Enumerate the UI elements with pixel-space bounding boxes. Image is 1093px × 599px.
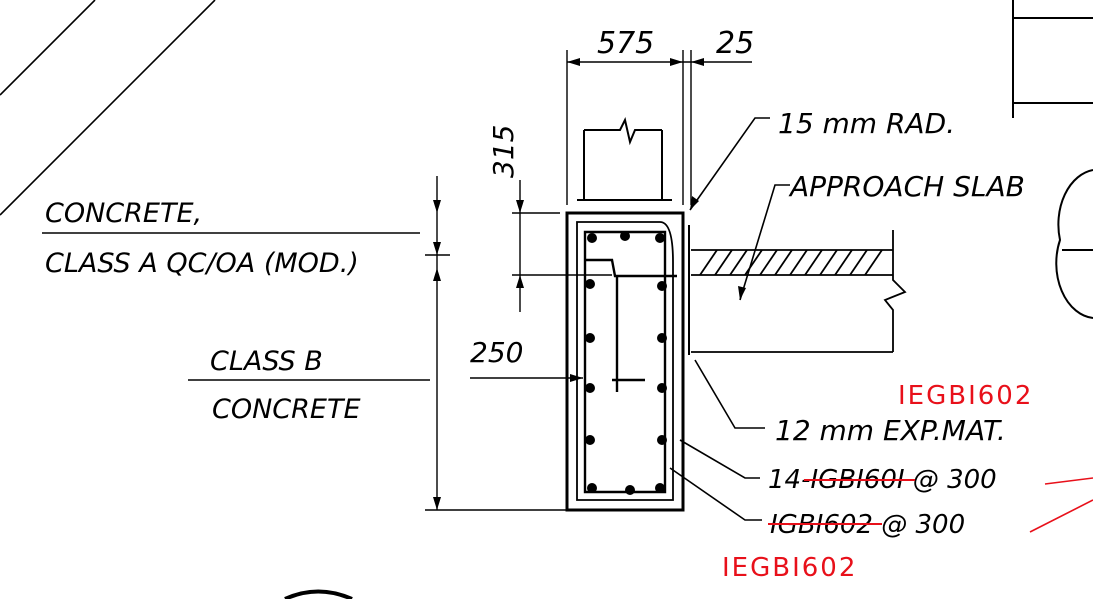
dimension-575: 575: [597, 26, 654, 61]
callout-bars-prefix: 14-: [768, 465, 810, 495]
callout-exp-mat: 12 mm EXP.MAT.: [775, 414, 1006, 447]
overall-height-arrows: [433, 200, 441, 510]
revision-leaders: [1029, 477, 1093, 533]
dimension-arrows: [567, 58, 704, 66]
callout-approach-slab: APPROACH SLAB: [788, 170, 1025, 203]
leader-lines: [669, 117, 790, 521]
material-label-class-b: CLASS B: [210, 346, 323, 377]
callout-bars: 14-IGBI60I @ 300: [768, 465, 997, 495]
dimension-250: 250: [470, 336, 523, 369]
abutment-outline: [565, 211, 685, 512]
callout-bars-suffix: @ 300: [905, 465, 997, 495]
leader-arrows: [690, 196, 746, 300]
revision-markup-upper: IEGBI602: [898, 381, 1033, 411]
backwall-stub: [577, 117, 672, 201]
material-label-concrete-b: CONCRETE: [212, 394, 361, 425]
approach-slab: [691, 230, 907, 353]
callout-ties-suffix: @ 300: [873, 510, 965, 540]
overall-height-dimension: [425, 176, 567, 511]
rebar-bars: [585, 231, 667, 495]
section-marker-partial: [284, 589, 353, 599]
vertical-dimension-arrows: [516, 200, 524, 288]
diagonal-linework: [0, 0, 216, 216]
expansion-material: [682, 225, 690, 355]
revision-markup-lower: IEGBI602: [722, 553, 857, 583]
rebar-cage: [583, 230, 677, 494]
top-dimension-lines: [566, 50, 752, 205]
dimension-250-arrow: [570, 374, 583, 382]
right-edge-linework: [1012, 0, 1093, 319]
material-label-class-a: CLASS A QC/OA (MOD.): [45, 248, 359, 279]
callout-radius: 15 mm RAD.: [778, 107, 955, 140]
dimension-315: 315: [487, 125, 520, 178]
material-label-concrete: CONCRETE,: [45, 198, 202, 229]
dimension-25: 25: [716, 26, 754, 61]
